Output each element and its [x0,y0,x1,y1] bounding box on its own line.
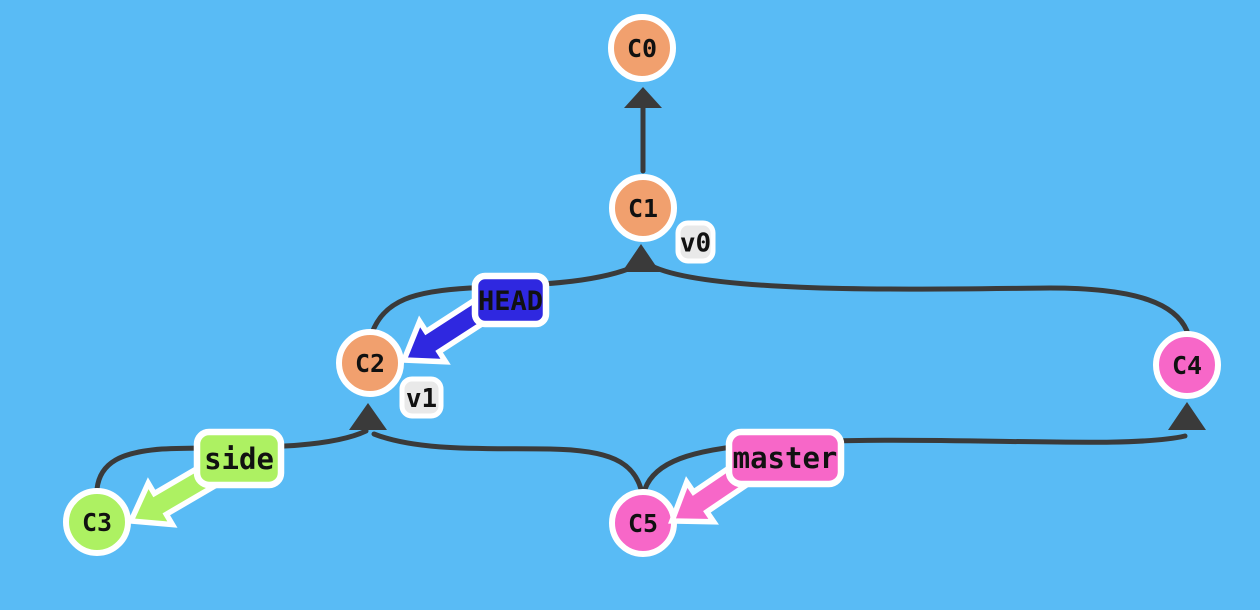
tag-v0-label: v0 [680,229,711,259]
commit-node-c0: C0 [608,14,676,82]
head-ref-label: HEAD [471,272,550,328]
tag-v1: v1 [399,376,444,419]
edge-c2-to-c1 [369,261,643,336]
side-branch-box [193,428,285,489]
commit-node-c1: C1 [609,174,677,242]
commit-c2-label: C2 [355,349,385,378]
commit-c1-circle [609,174,677,242]
edge-layer [94,87,1206,492]
master-branch-label: master [725,428,845,488]
tag-v1-box [399,376,444,419]
commit-node-c2: C2 [336,329,404,397]
tag-v0: v0 [675,220,716,264]
commit-c0-circle [608,14,676,82]
head-ref-box [471,272,550,328]
commit-c1-label: C1 [628,194,658,223]
master-branch-box [725,428,845,488]
tag-v0-box [675,220,716,264]
commit-c4-label: C4 [1172,351,1202,380]
arrowhead-into-c2-icon [349,403,387,430]
arrowhead-into-c0-icon [624,87,662,108]
arrowhead-into-c1-icon [622,244,660,272]
side-branch-text: side [204,442,274,476]
edge-c4-to-c1 [645,261,1190,334]
commit-c2-circle [336,329,404,397]
commit-node-c5: C5 [609,489,677,557]
side-branch-label: side [193,428,285,489]
head-ref-text: HEAD [478,286,543,317]
edge-c3-to-c2 [94,428,369,492]
tag-v1-label: v1 [406,384,437,414]
edge-c5-to-c2 [371,431,644,492]
commit-c5-label: C5 [628,509,658,538]
master-branch-text: master [733,441,838,475]
arrowhead-into-c4-icon [1168,402,1206,430]
commit-c0-label: C0 [627,34,657,63]
commit-c3-label: C3 [82,508,112,537]
commit-c4-circle [1153,331,1221,399]
commit-node-c4: C4 [1153,331,1221,399]
edge-c5-to-c4 [642,433,1188,492]
commit-node-c3: C3 [63,488,131,556]
